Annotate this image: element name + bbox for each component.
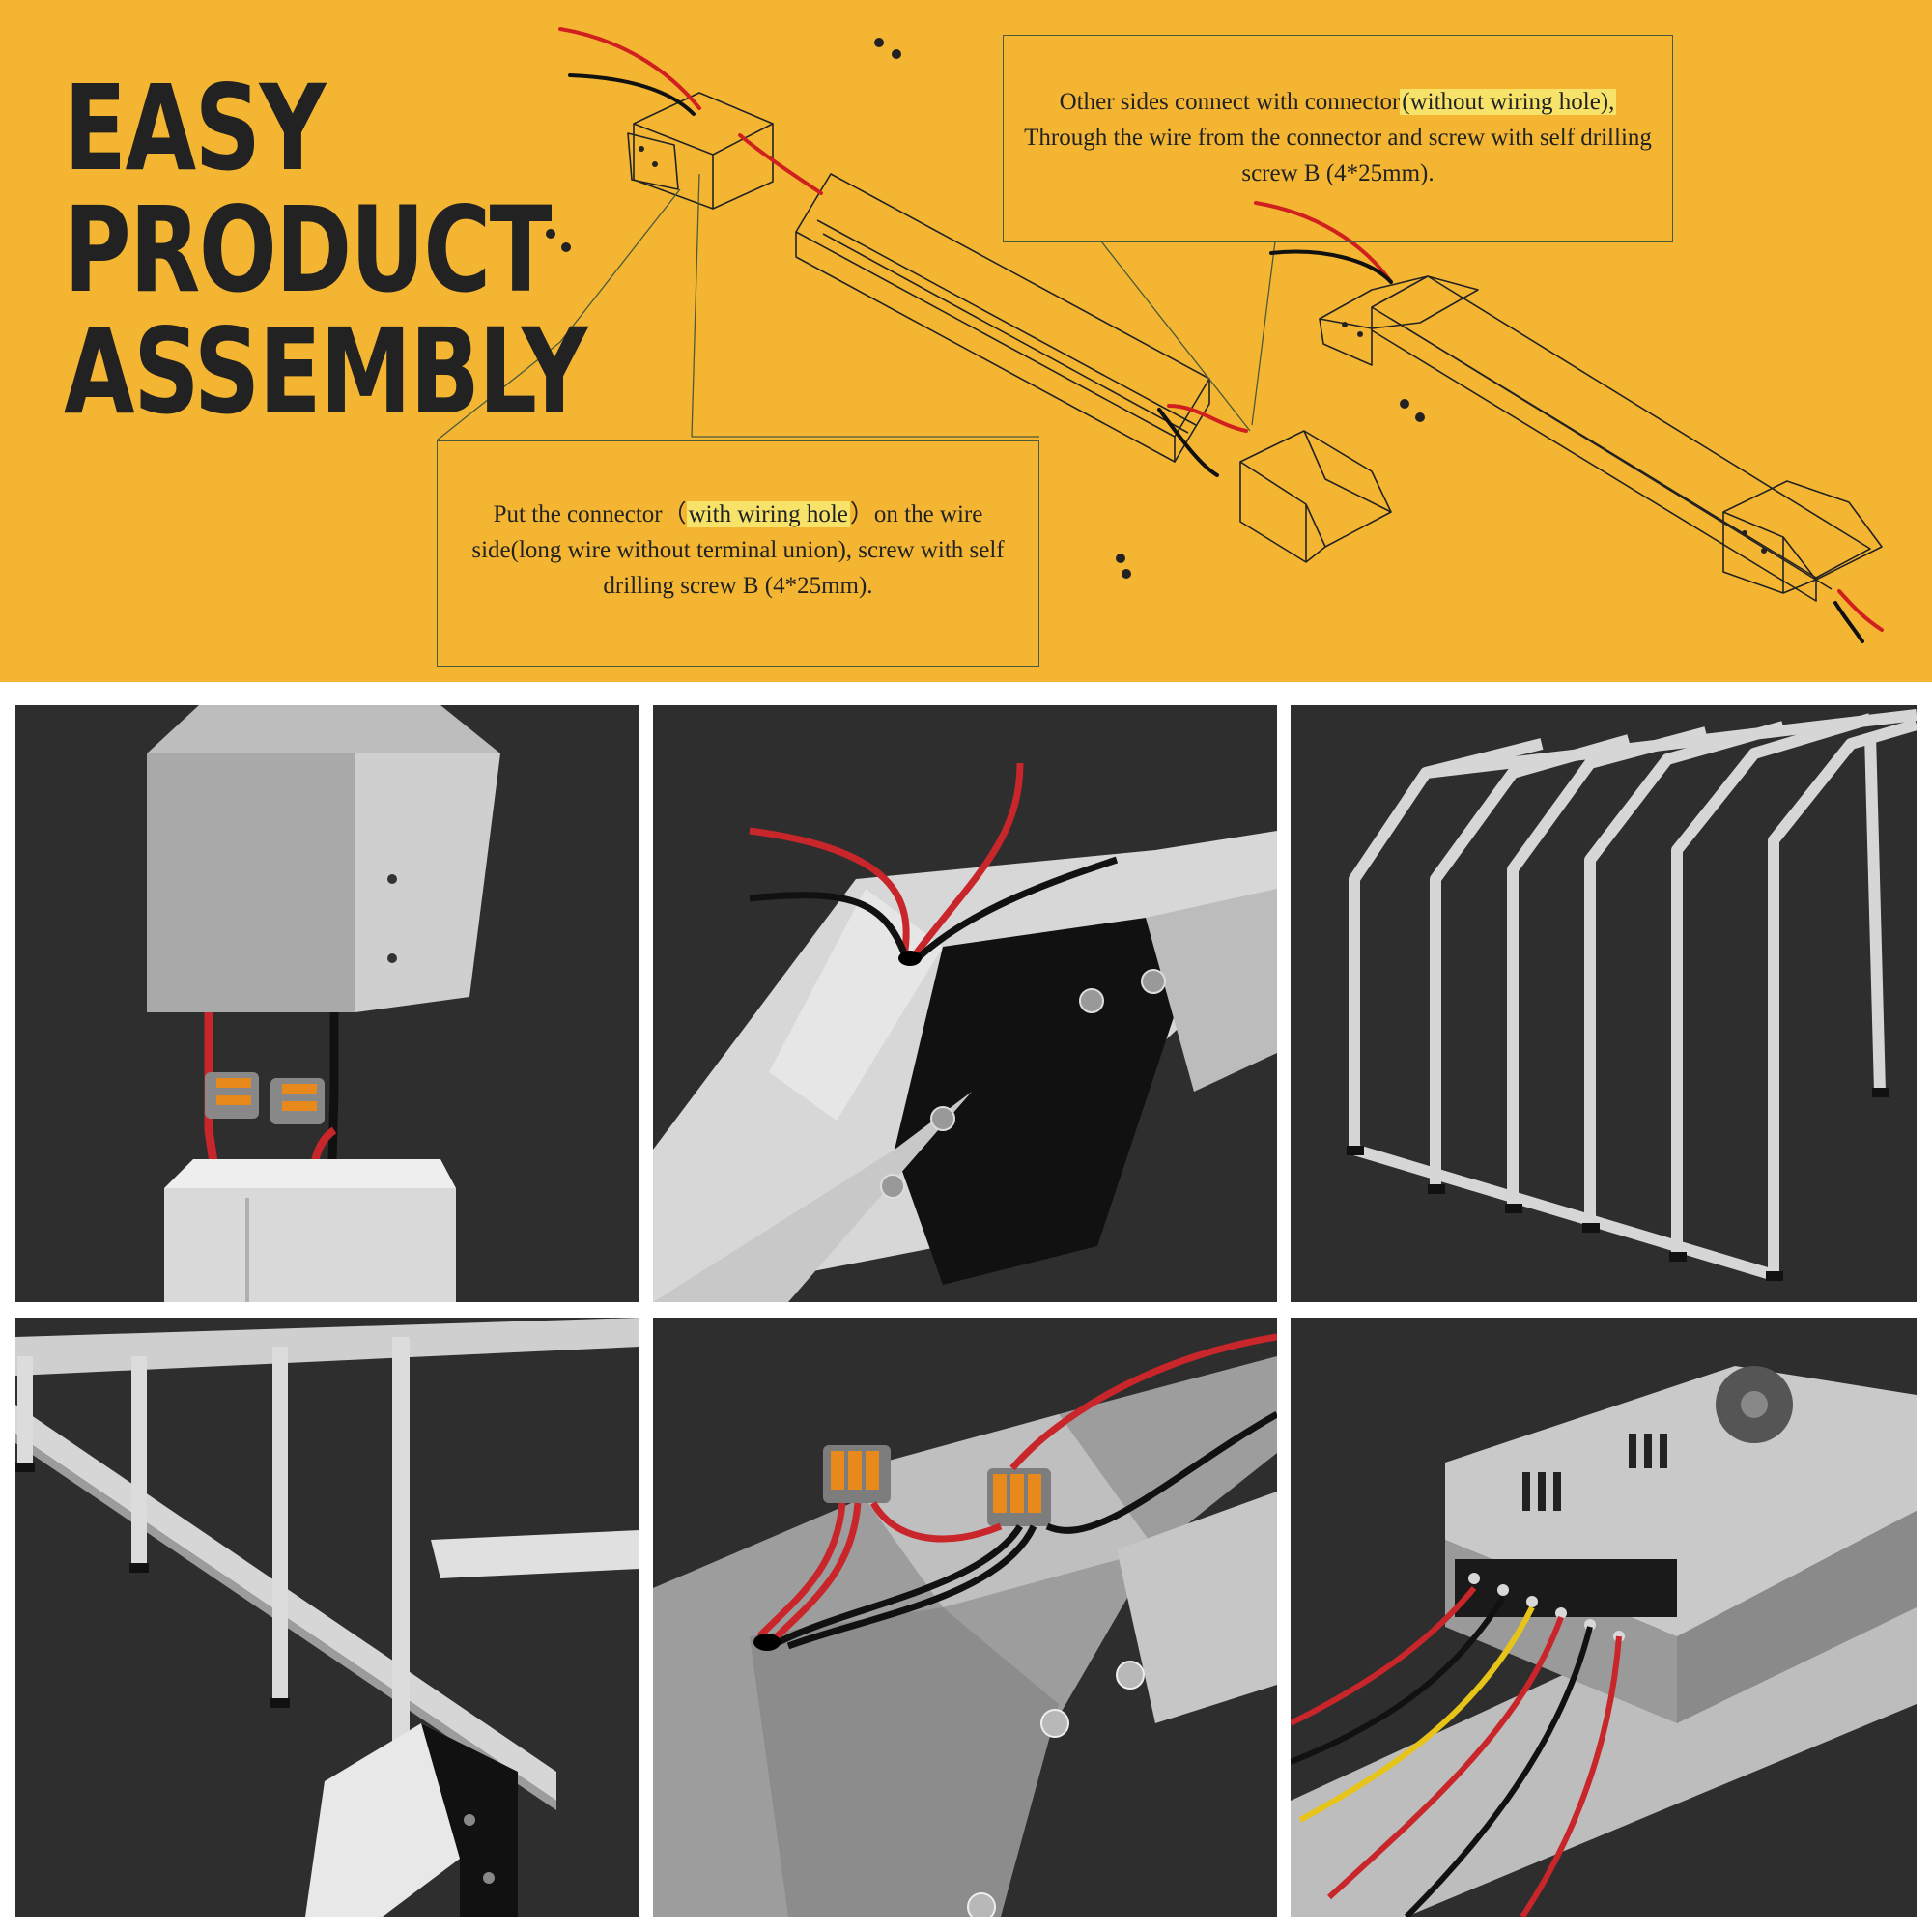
angled-connector-illustration: [653, 762, 1277, 1302]
photo-assembled-frame: [1291, 705, 1917, 1302]
power-supply-illustration: [1291, 1366, 1917, 1917]
callout-bottom-highlight: with wiring hole: [686, 501, 850, 527]
base-rails-illustration: [15, 1318, 639, 1917]
photo-frame-base: [15, 1318, 639, 1917]
instructions-banner: EASY PRODUCT ASSEMBLY Other sides connec…: [0, 0, 1932, 682]
headline-line-1: EASY: [64, 60, 326, 197]
headline-line-3: ASSEMBLY: [64, 303, 587, 440]
photo-power-supply: [1291, 1318, 1917, 1917]
callout-bottom-text-2: ）on the wire side(long wire without term…: [471, 501, 1005, 599]
photo-angled-connector: [653, 705, 1277, 1302]
callout-other-sides: Other sides connect with connector(witho…: [1003, 35, 1673, 242]
photo-connector-box: [15, 705, 639, 1302]
lever-connectors-illustration: [653, 1333, 1277, 1917]
headline-line-2: PRODUCT: [64, 182, 553, 319]
connector-box-illustration: [147, 705, 500, 1302]
headline: EASY PRODUCT ASSEMBLY: [64, 60, 587, 440]
callout-top-text-2: Through the wire from the connector and …: [1024, 125, 1652, 186]
callout-wire-side: Put the connector（with wiring hole）on th…: [437, 440, 1039, 667]
callout-top-text-1: Other sides connect with connector: [1059, 89, 1401, 115]
callout-bottom-text-1: Put the connector（: [493, 501, 687, 527]
callout-top-highlight: (without wiring hole),: [1400, 89, 1617, 115]
photo-lever-connectors: [653, 1318, 1277, 1917]
frame-illustration: [1347, 709, 1917, 1281]
